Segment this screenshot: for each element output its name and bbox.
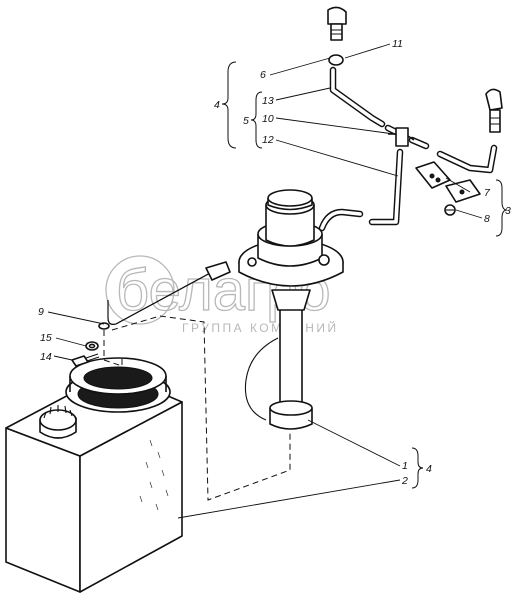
callout-5: 5 (243, 115, 249, 127)
bracket-plate (445, 179, 481, 203)
reservoir-tank (5, 357, 183, 593)
wire-connector (205, 261, 231, 281)
pump-motor-body (265, 205, 315, 247)
callout-12: 12 (262, 134, 274, 146)
watermark-logo-circle (105, 255, 175, 325)
brace-4-bottom (411, 447, 424, 489)
braces (221, 61, 508, 489)
callout-4-top: 4 (214, 99, 220, 111)
bracket-7 (415, 161, 451, 189)
brace-5 (250, 91, 263, 149)
screw-8 (444, 204, 456, 216)
callout-2: 2 (401, 475, 408, 487)
washer-jet-left (327, 6, 347, 66)
filler-neck-mesh (83, 366, 153, 390)
assembly-lines (103, 315, 291, 501)
jet-left-stem (330, 23, 343, 41)
wire-harness-9 (98, 261, 231, 330)
callout-14: 14 (40, 351, 52, 363)
pump-stem-top (271, 289, 311, 311)
pump-stem (279, 300, 303, 409)
washer-jet-right (485, 88, 503, 133)
bolt-14 (71, 353, 100, 367)
pump-wire (244, 337, 279, 421)
callout-10: 10 (262, 113, 274, 125)
check-valve-11 (328, 54, 344, 66)
callout-6: 6 (260, 69, 266, 81)
callout-11: 11 (392, 38, 403, 50)
leader-lines (47, 43, 483, 519)
callout-9: 9 (38, 306, 44, 318)
pump-bolt (247, 257, 257, 267)
jet-left-head (327, 6, 347, 25)
callout-8: 8 (484, 213, 490, 225)
pump-motor-cap (267, 189, 313, 207)
brace-4-top (221, 61, 237, 149)
callout-1: 1 (402, 460, 408, 472)
callout-7: 7 (484, 187, 491, 199)
callout-4-bottom: 4 (426, 463, 432, 475)
jet-right-stem (489, 109, 501, 133)
callout-15: 15 (40, 332, 52, 344)
brace-3 (495, 179, 508, 237)
pump-filter-top (269, 400, 313, 416)
pump-assembly (238, 189, 344, 430)
pump-terminal (318, 254, 330, 266)
watermark-subtitle: ГРУППА КОМПАНИЙ (182, 320, 339, 335)
callout-3: 3 (505, 205, 511, 217)
jet-right-head (485, 88, 503, 111)
pump-flange-edge (238, 262, 344, 287)
callout-labels: 1 2 4 3 4 5 6 7 8 9 10 11 12 13 14 15 (38, 38, 511, 487)
callout-13: 13 (262, 95, 274, 107)
wire-eyelet (98, 322, 110, 330)
tank-cap (39, 405, 77, 439)
washer-15 (85, 341, 99, 351)
tank-shading (139, 439, 169, 511)
hoses (318, 66, 498, 232)
